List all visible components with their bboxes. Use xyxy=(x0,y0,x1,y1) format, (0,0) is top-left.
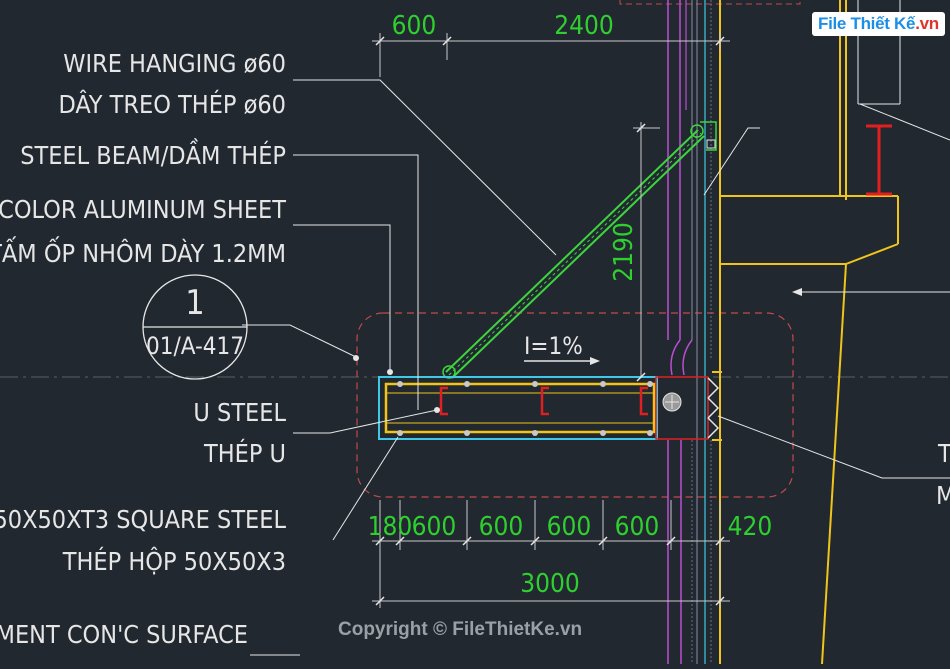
steel-beam-section-right xyxy=(866,124,892,196)
label-wire-en: WIRE HANGING ø60 xyxy=(63,49,286,78)
slope-label: I=1% xyxy=(524,332,583,360)
dim-bottom-420: 420 xyxy=(728,512,773,542)
dim-top-600: 600 xyxy=(392,11,437,41)
label-wire-vi: DÂY TREO THÉP ø60 xyxy=(58,90,286,119)
watermark-brand-b: Thiết Kế xyxy=(850,14,916,33)
detail-boundary xyxy=(356,312,794,498)
label-u-en: U STEEL xyxy=(193,398,286,427)
dim-bottom-600-d: 600 xyxy=(615,512,660,542)
leader-right-arrowhead xyxy=(792,288,802,296)
annotation-labels: WIRE HANGING ø60 DÂY TREO THÉP ø60 STEEL… xyxy=(0,49,950,649)
copyright-notice: Copyright © FileThietKe.vn xyxy=(338,619,583,640)
dimension-texts: 600 2400 2190 180 600 600 600 600 420 30… xyxy=(368,11,773,599)
leader-dots xyxy=(353,355,440,413)
label-sheet-en: M COLOR ALUMINUM SHEET xyxy=(0,195,286,224)
label-square-en: 50X50XT3 SQUARE STEEL xyxy=(0,505,286,534)
detail-tag: 1 01/A-417 xyxy=(142,274,248,380)
label-u-vi: THÉP U xyxy=(203,439,286,468)
dim-vertical-2190: 2190 xyxy=(609,222,639,282)
label-sheet-vi: TẤM ỐP NHÔM DÀY 1.2MM xyxy=(0,236,286,268)
dim-top-2400: 2400 xyxy=(554,11,614,41)
u-steel-sections xyxy=(439,386,648,416)
label-beam: STEEL BEAM/DẦM THÉP xyxy=(20,138,286,170)
dim-total-3000: 3000 xyxy=(520,569,580,599)
watermark-logo: File Thiết Kế.vn xyxy=(812,12,945,36)
label-treatment: ATMENT CON'C SURFACE xyxy=(0,620,248,649)
detail-sheet: 01/A-417 xyxy=(146,332,244,360)
watermark-brand-c: .vn xyxy=(915,14,939,33)
dim-bottom-600-c: 600 xyxy=(547,512,592,542)
concrete-structure xyxy=(719,0,901,665)
leader-lines xyxy=(242,79,950,656)
dim-bottom-600-b: 600 xyxy=(479,512,524,542)
label-right-t: T xyxy=(937,439,950,468)
dim-bottom-600-a: 600 xyxy=(412,512,457,542)
dimension-ticks xyxy=(375,36,725,606)
slope-arrowhead xyxy=(590,357,600,365)
canopy-section xyxy=(378,371,722,441)
label-right-m: M xyxy=(936,481,950,510)
dim-bottom-180: 180 xyxy=(368,512,413,542)
watermark-brand-a: File xyxy=(818,14,851,33)
wall-lines xyxy=(667,0,712,664)
detail-number: 1 xyxy=(185,283,204,323)
label-square-vi: THÉP HỘP 50X50X3 xyxy=(62,546,286,576)
wire-hanging xyxy=(442,121,717,379)
detail-boundary-top xyxy=(619,0,801,5)
